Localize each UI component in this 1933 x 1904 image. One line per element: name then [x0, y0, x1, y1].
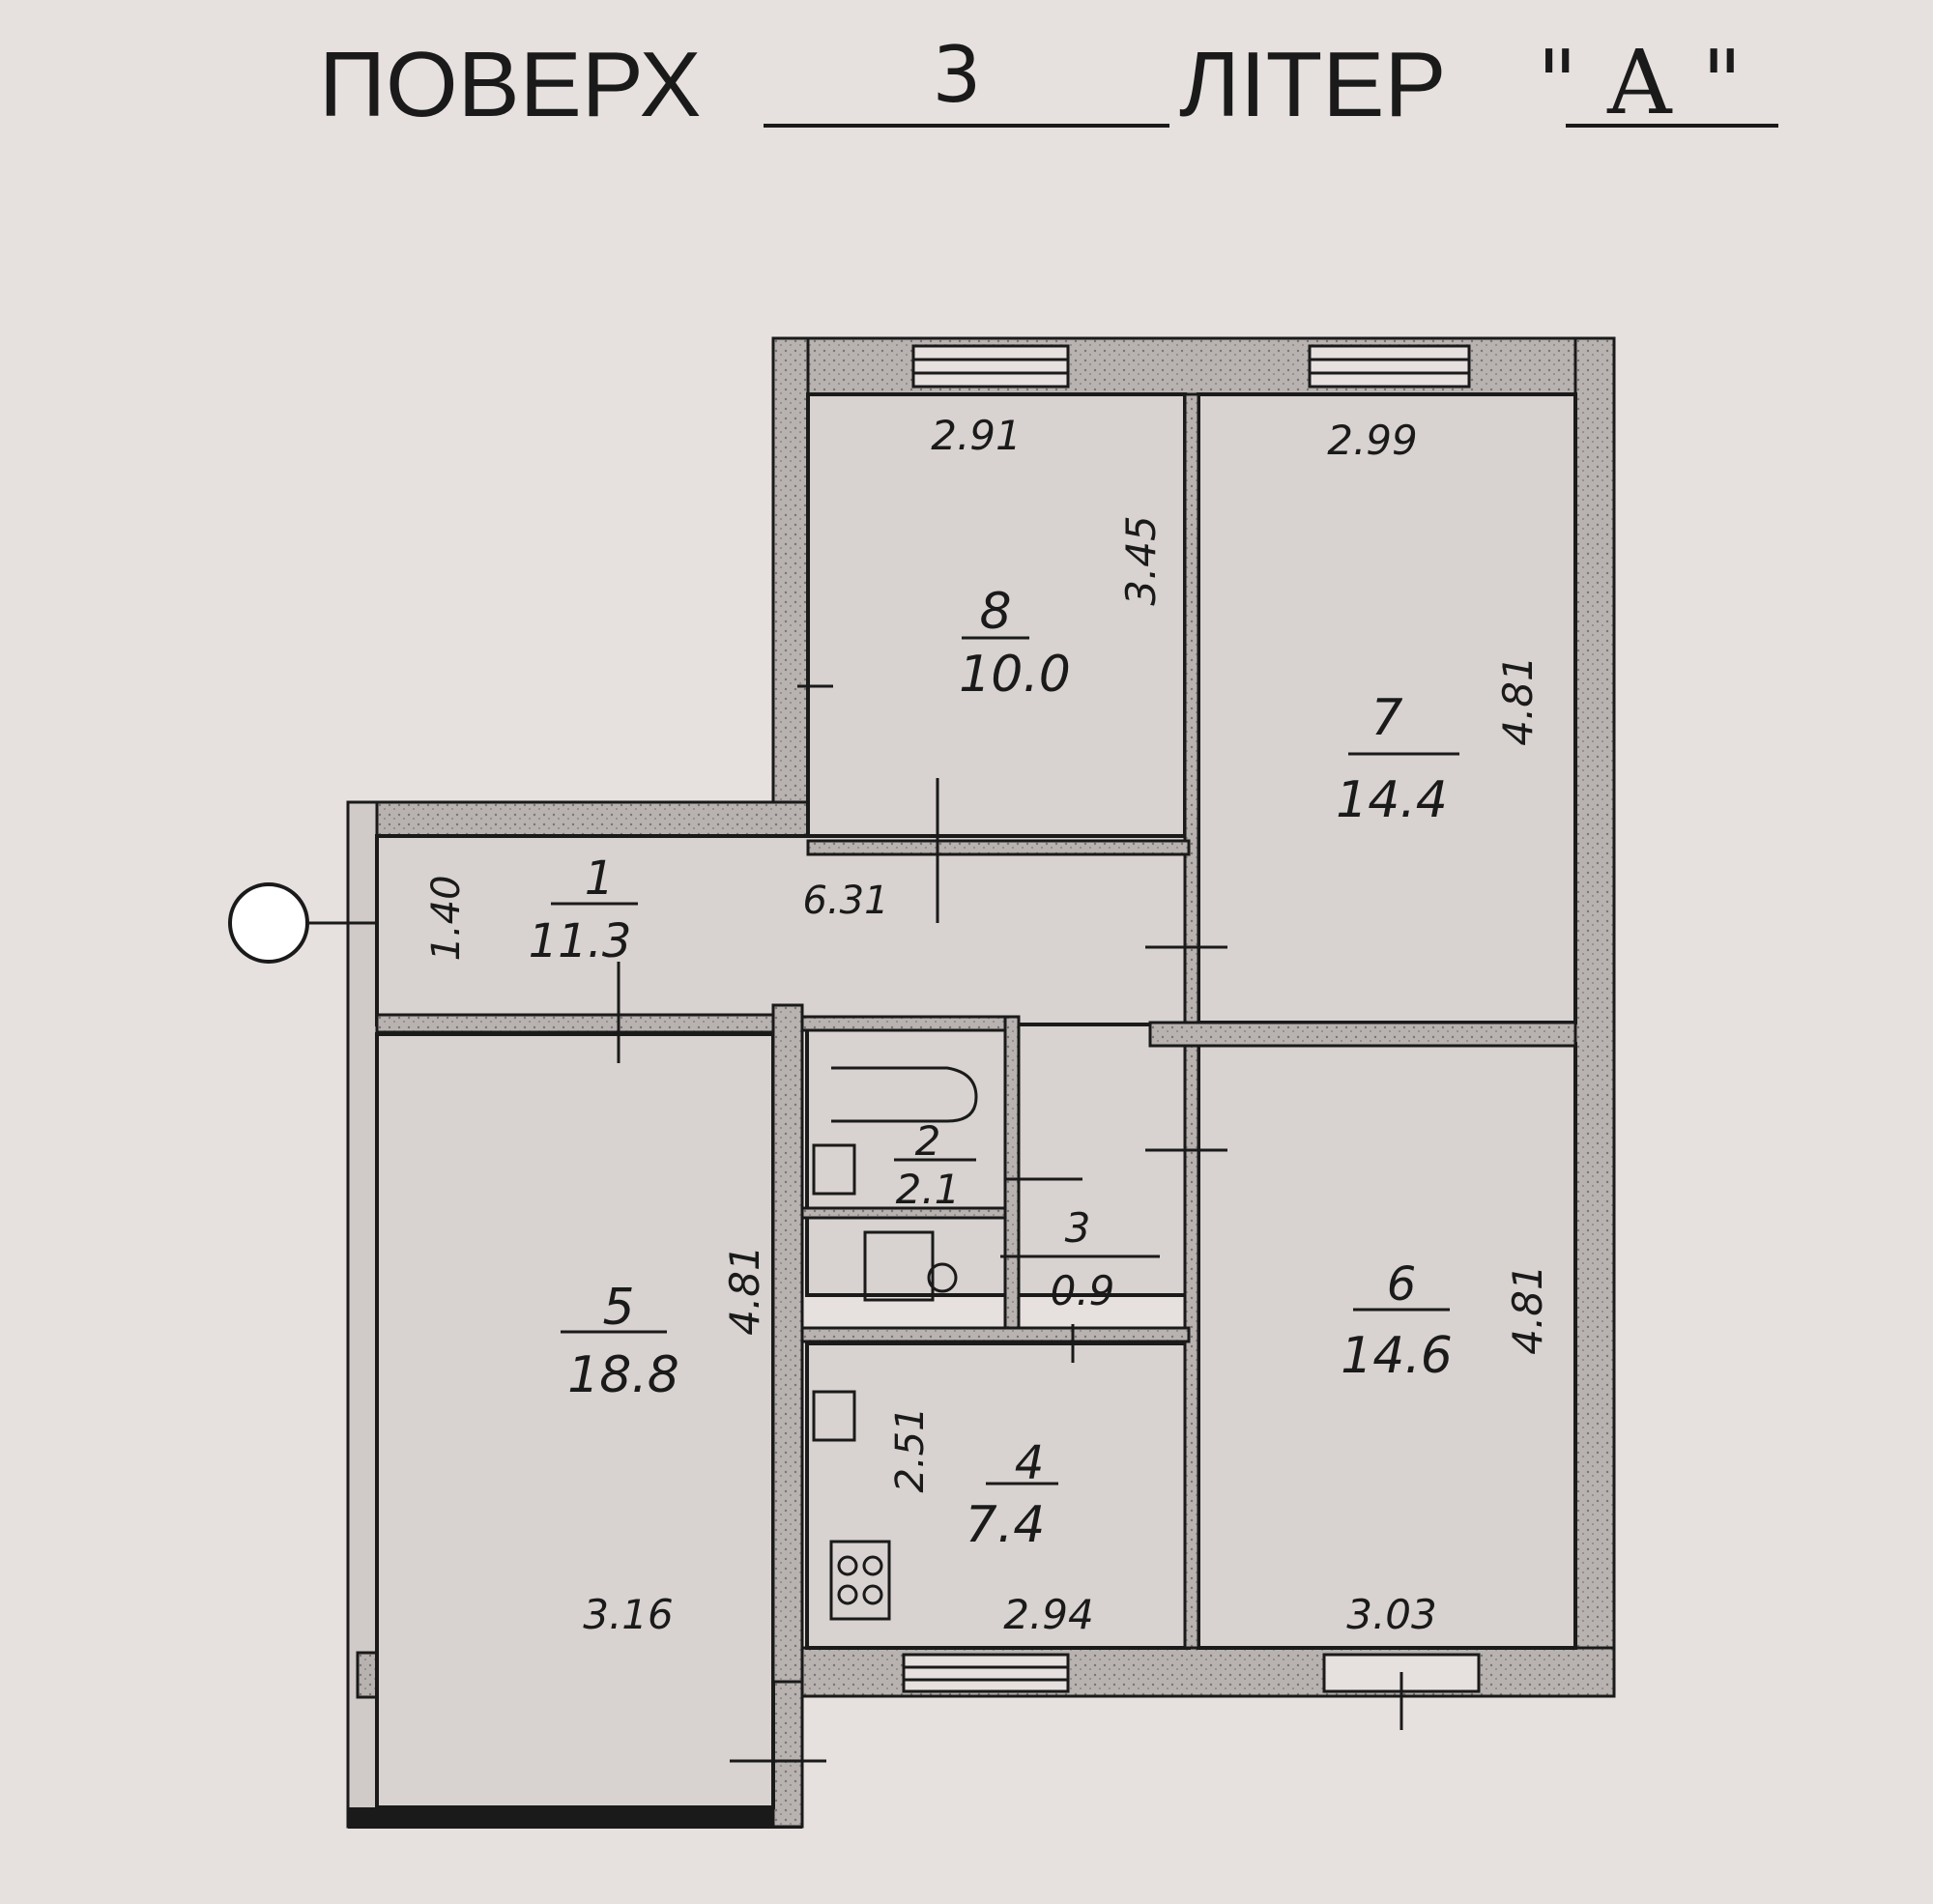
entrance-marker — [228, 882, 377, 964]
room-8-area: 10.0 — [959, 646, 1071, 704]
room-4-number: 4 — [1015, 1436, 1045, 1490]
room-areas — [375, 392, 1577, 1809]
floor-value: 3 — [932, 30, 982, 120]
room-1-area: 11.3 — [529, 914, 632, 968]
dimension-ticks — [617, 684, 1403, 1763]
windows — [902, 344, 1481, 1693]
letter-label: ЛІТЕР — [1179, 33, 1447, 136]
room-1-number: 1 — [585, 851, 615, 906]
room-5-number: 5 — [602, 1279, 634, 1337]
room-4-area: 7.4 — [966, 1496, 1046, 1554]
dim-r4-width: 2.94 — [1003, 1591, 1094, 1638]
room-2-area: 2.1 — [896, 1166, 961, 1213]
room-3-area: 0.9 — [1051, 1267, 1115, 1314]
dim-r8-width: 2.91 — [931, 412, 1022, 459]
room-6-number: 6 — [1387, 1257, 1417, 1312]
dim-r5-depth: 4.81 — [721, 1245, 768, 1336]
dim-r6-depth: 4.81 — [1504, 1264, 1551, 1355]
room-3-number: 3 — [1065, 1204, 1091, 1252]
bathroom-fixtures — [812, 1066, 978, 1621]
dim-r4-depth: 2.51 — [888, 1406, 933, 1492]
dim-r5-width: 3.16 — [583, 1591, 674, 1638]
floor-label: ПОВЕРХ — [319, 33, 702, 136]
dim-r8-depth: 3.45 — [1117, 515, 1165, 606]
dim-hall-length: 6.31 — [802, 879, 888, 923]
plan-header: ПОВЕРХ 3 ЛІТЕР " А " — [0, 0, 1933, 155]
room-2-number: 2 — [915, 1117, 941, 1165]
floor-underline — [764, 124, 1169, 128]
dimension-labels: 2.91 3.45 2.99 4.81 6.31 1.40 4.81 3.16 … — [424, 412, 1551, 1638]
room-labels: 8 10.0 7 14.4 1 11.3 2 2.1 3 0.9 4 7.4 5… — [529, 583, 1459, 1554]
room-7-number: 7 — [1370, 689, 1402, 747]
dim-hall-width: 1.40 — [424, 875, 469, 961]
room-6-area: 14.6 — [1341, 1327, 1453, 1385]
letter-underline — [1566, 124, 1778, 128]
room-8-number: 8 — [979, 583, 1011, 641]
interior-walls — [375, 392, 1577, 1684]
dim-r7-depth: 4.81 — [1494, 655, 1542, 746]
dim-r6-width: 3.03 — [1346, 1591, 1437, 1638]
room-5-area: 18.8 — [567, 1346, 679, 1404]
dim-r7-width: 2.99 — [1327, 417, 1418, 464]
letter-value: " А " — [1537, 31, 1743, 134]
room-7-area: 14.4 — [1336, 771, 1448, 829]
